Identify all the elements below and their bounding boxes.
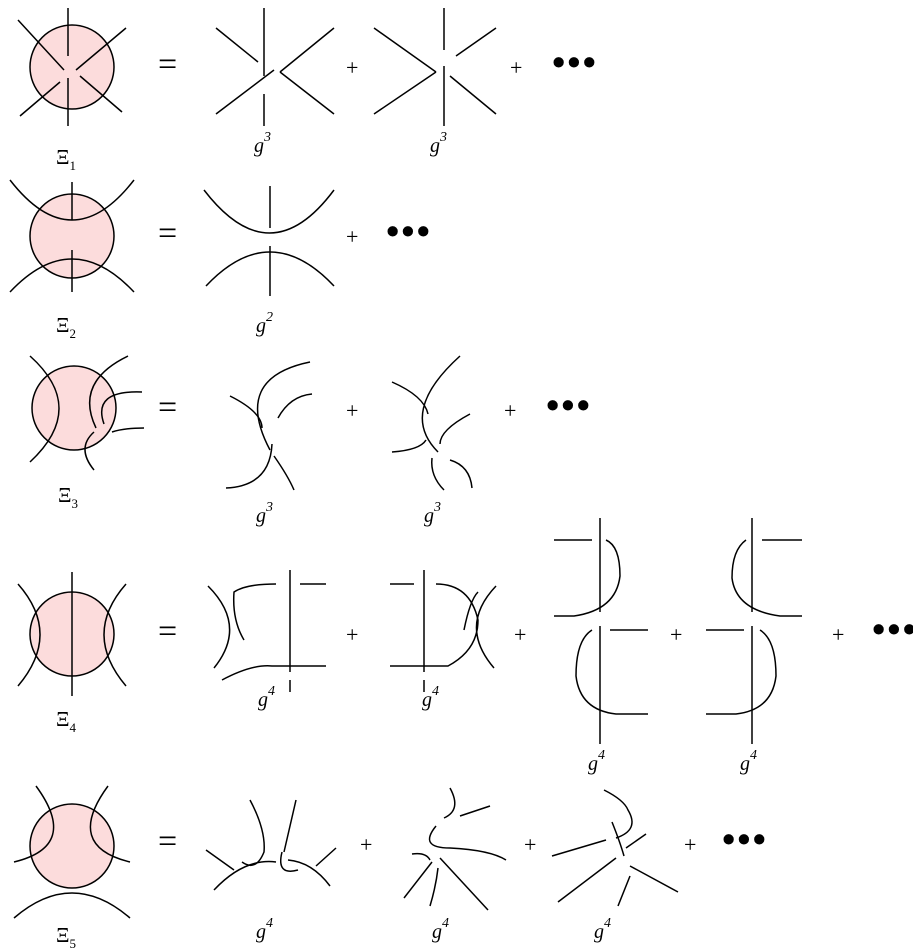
term-4-2	[390, 570, 497, 692]
plus-sign: +	[670, 622, 682, 647]
term-4-4	[706, 518, 802, 744]
row-1: Ξ1 = g3 + g3 + •••	[17, 8, 598, 173]
coupling-label: g4	[432, 916, 449, 943]
row-2: Ξ2 = g2 + •••	[9, 179, 432, 341]
term-2-1	[203, 186, 335, 296]
ellipsis: •••	[546, 385, 592, 427]
ellipsis: •••	[386, 211, 432, 253]
coupling-label: g3	[254, 130, 271, 157]
ellipsis: •••	[722, 819, 768, 861]
xi2-blob	[9, 179, 135, 293]
xi5-label: Ξ5	[56, 923, 76, 948]
plus-sign: +	[524, 832, 536, 857]
coupling-label: g2	[256, 310, 273, 337]
coupling-label: g4	[594, 916, 611, 943]
term-3-1	[225, 361, 313, 491]
coupling-label: g3	[424, 500, 441, 527]
plus-sign: +	[346, 55, 358, 80]
equals-sign: =	[158, 215, 177, 252]
term-4-1	[207, 570, 326, 692]
term-5-3	[551, 789, 679, 907]
plus-sign: +	[684, 832, 696, 857]
coupling-label: g4	[422, 684, 439, 711]
xi3-blob	[29, 355, 145, 471]
plus-sign: +	[504, 398, 516, 423]
row-4: Ξ4 = g4 + g4 +	[17, 518, 913, 775]
plus-sign: +	[514, 622, 526, 647]
ellipsis: •••	[872, 609, 913, 651]
plus-sign: +	[510, 55, 522, 80]
plus-sign: +	[832, 622, 844, 647]
xi5-blob	[13, 785, 131, 919]
coupling-label: g3	[256, 500, 273, 527]
xi4-blob	[17, 572, 127, 696]
coupling-label: g3	[430, 130, 447, 157]
term-4-3	[554, 518, 648, 744]
row-5: Ξ5 = g4 + g4 +	[13, 785, 768, 948]
coupling-label: g4	[258, 684, 275, 711]
xi1-blob	[17, 8, 127, 126]
row-3: Ξ3 = g3 + g3 + •••	[29, 355, 592, 527]
term-5-1	[205, 799, 337, 891]
term-3-2	[391, 355, 473, 491]
coupling-label: g4	[256, 916, 273, 943]
plus-sign: +	[346, 224, 358, 249]
coupling-label: g4	[588, 748, 605, 775]
equals-sign: =	[158, 823, 177, 860]
equals-sign: =	[158, 613, 177, 650]
xi1-label: Ξ1	[56, 145, 76, 173]
coupling-label: g4	[740, 748, 757, 775]
equals-sign: =	[158, 389, 177, 426]
equals-sign: =	[158, 46, 177, 83]
xi3-label: Ξ3	[58, 483, 78, 511]
xi4-label: Ξ4	[56, 707, 77, 735]
plus-sign: +	[346, 398, 358, 423]
term-1-1	[215, 8, 335, 126]
xi2-label: Ξ2	[56, 313, 76, 341]
term-1-2	[373, 8, 497, 126]
term-5-2	[403, 787, 507, 911]
plus-sign: +	[346, 622, 358, 647]
plus-sign: +	[360, 832, 372, 857]
ellipsis: •••	[552, 42, 598, 84]
